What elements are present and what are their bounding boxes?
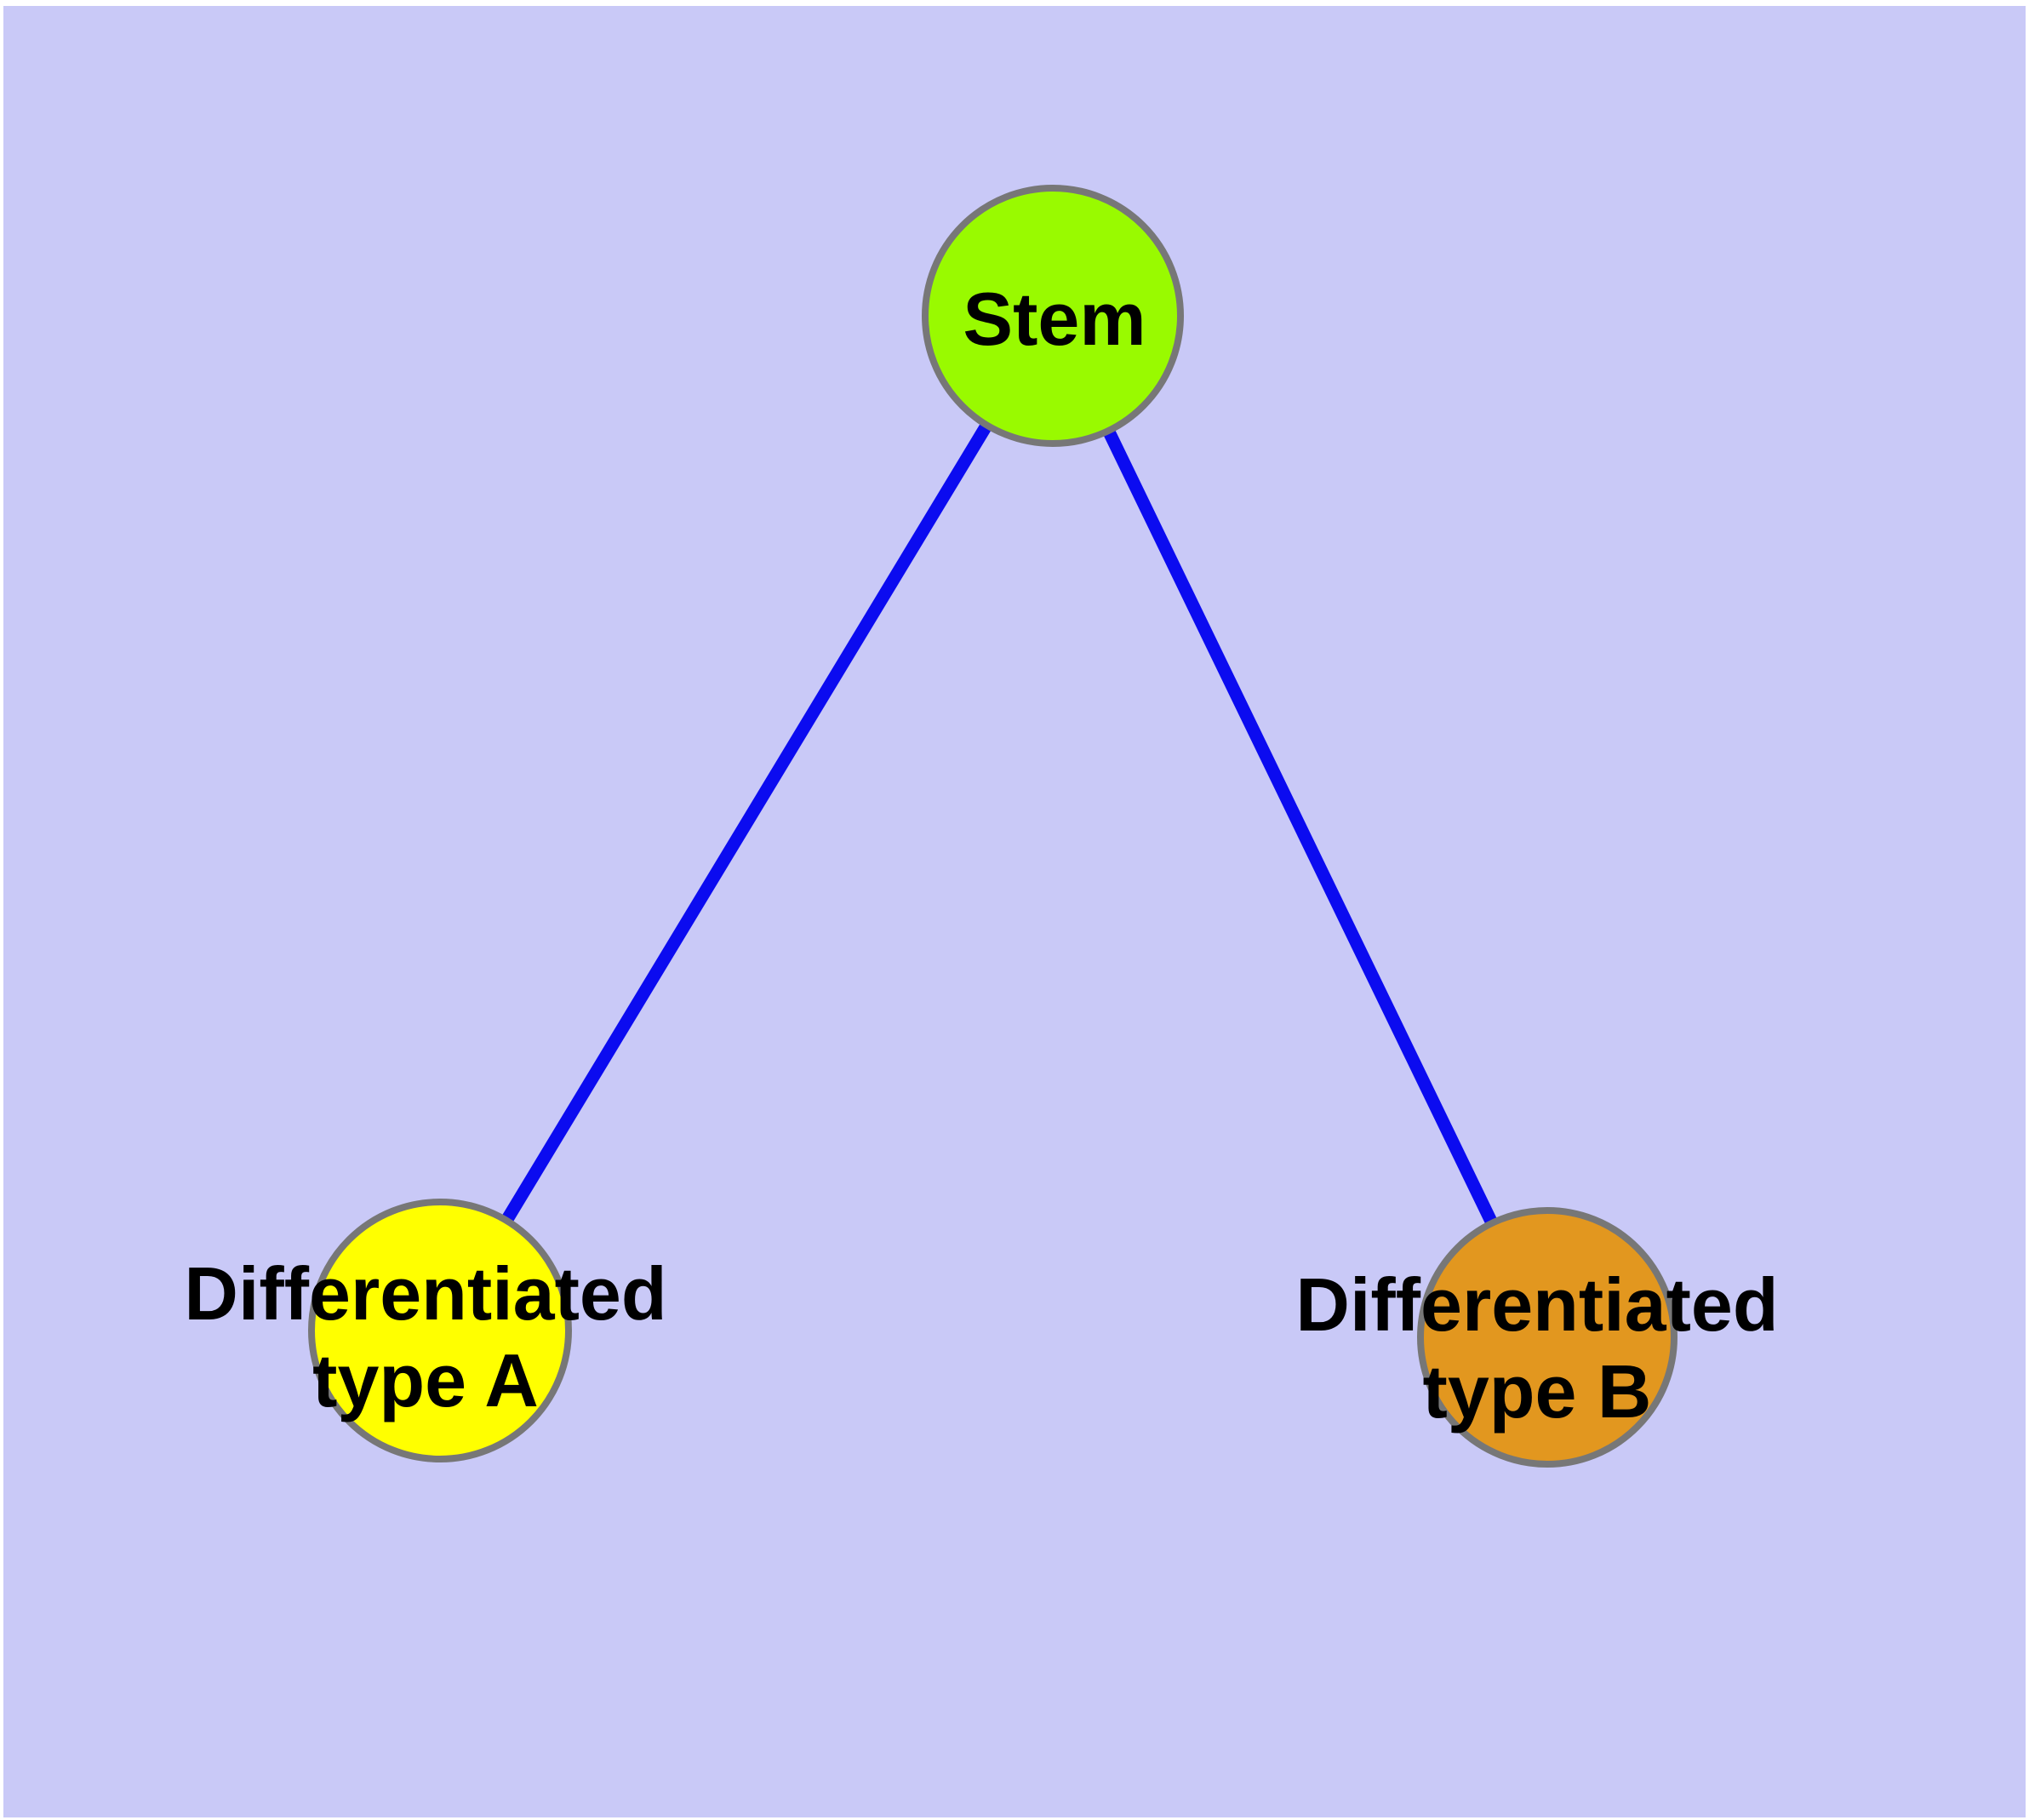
edge-stem-to-type-b	[1047, 312, 1553, 1341]
type-a-node-label-line1: Differentiated	[184, 1251, 666, 1336]
stem-node-label: Stem	[963, 277, 1146, 361]
type-b-node-label-line2: type B	[1423, 1349, 1652, 1434]
type-a-node-label-line2: type A	[312, 1338, 539, 1422]
type-b-node-label-line1: Differentiated	[1295, 1262, 1778, 1347]
stem-node-circle	[922, 185, 1184, 447]
edge-stem-to-type-a	[434, 312, 1059, 1334]
type-a-node-circle	[308, 1199, 572, 1462]
type-b-node-circle	[1417, 1207, 1677, 1468]
